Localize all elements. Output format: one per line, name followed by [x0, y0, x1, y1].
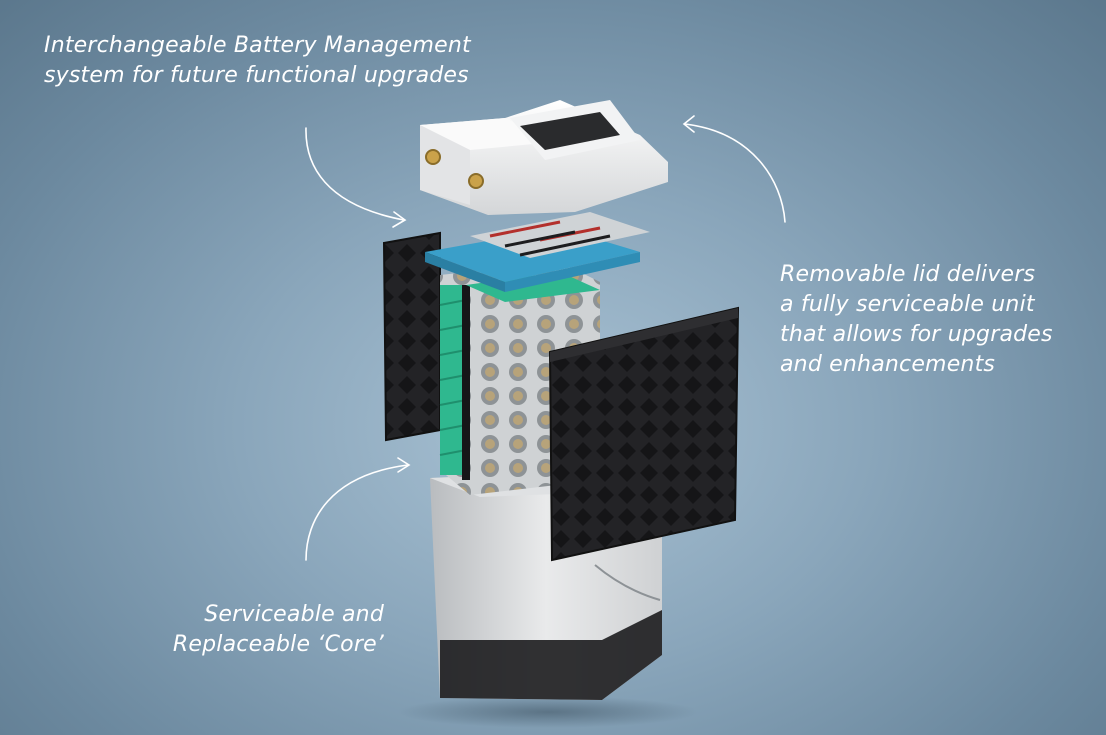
callout-bms: Interchangeable Battery Management syste… — [44, 31, 471, 91]
floor-shadow — [398, 696, 698, 728]
callout-lid-line-3: that allows for upgrades — [780, 322, 1053, 347]
callout-bms-line-2: system for future functional upgrades — [44, 63, 469, 88]
arrow-to-bms — [305, 127, 405, 221]
right-side-frame-panel — [548, 306, 740, 562]
callout-lid-line-1: Removable lid delivers — [780, 262, 1036, 287]
callout-core-line-2: Replaceable ‘Core’ — [172, 632, 384, 657]
arrow-to-core-head — [397, 457, 411, 473]
callout-lid-line-2: a fully serviceable unit — [780, 292, 1035, 317]
arrow-to-bms-head — [392, 211, 407, 228]
arrow-to-lid-head — [682, 115, 695, 133]
arrow-to-core — [305, 464, 409, 561]
callout-core-line-1: Serviceable and — [204, 602, 384, 627]
arrow-to-lid — [684, 123, 786, 223]
callout-core: Serviceable and Replaceable ‘Core’ — [173, 600, 384, 660]
callout-removable-lid: Removable lid delivers a fully serviceab… — [780, 260, 1053, 380]
bms-circuit-board — [425, 212, 650, 292]
callout-lid-line-4: and enhancements — [780, 352, 996, 377]
callout-bms-line-1: Interchangeable Battery Management — [44, 33, 471, 58]
removable-lid — [420, 100, 668, 215]
